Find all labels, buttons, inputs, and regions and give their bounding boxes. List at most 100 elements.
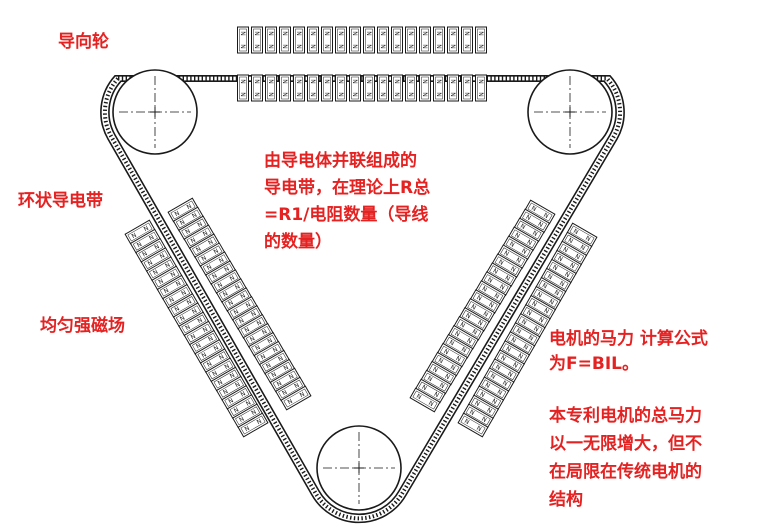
svg-text:N: N xyxy=(249,335,256,343)
svg-text:N: N xyxy=(256,319,263,327)
svg-text:N: N xyxy=(186,203,193,211)
magnet-block: NN xyxy=(363,74,375,102)
svg-text:N: N xyxy=(579,244,586,252)
magnet-block: NN xyxy=(391,26,403,54)
svg-text:N: N xyxy=(365,44,372,49)
svg-text:N: N xyxy=(421,79,428,84)
svg-text:N: N xyxy=(449,44,456,49)
svg-text:N: N xyxy=(207,335,214,343)
svg-text:N: N xyxy=(514,232,521,240)
svg-text:N: N xyxy=(202,230,209,238)
svg-text:N: N xyxy=(551,264,558,272)
svg-text:N: N xyxy=(553,289,560,297)
svg-text:N: N xyxy=(217,281,224,289)
svg-text:N: N xyxy=(281,44,288,49)
svg-text:N: N xyxy=(222,388,229,396)
svg-text:N: N xyxy=(463,79,470,84)
svg-text:N: N xyxy=(179,314,186,322)
magnet-row-right-outer: NNNNNNNNNNNNNNNNNNNNNNNNNNNNNNNNNNNNNNNN… xyxy=(457,222,598,438)
svg-text:N: N xyxy=(337,31,344,36)
svg-text:N: N xyxy=(427,400,434,408)
svg-text:N: N xyxy=(173,210,180,218)
svg-text:N: N xyxy=(309,92,316,97)
guide-wheel xyxy=(316,425,402,511)
svg-text:N: N xyxy=(365,31,372,36)
svg-text:N: N xyxy=(195,246,202,254)
svg-text:N: N xyxy=(245,301,252,309)
svg-text:N: N xyxy=(152,269,159,277)
force-line: 电机的马力 计算公式 xyxy=(549,329,708,349)
svg-text:N: N xyxy=(270,371,277,379)
magnet-block: NN xyxy=(391,74,403,102)
svg-text:N: N xyxy=(200,351,207,359)
magnet-block: NN xyxy=(377,74,389,102)
svg-text:N: N xyxy=(206,263,213,271)
magnet-block: NN xyxy=(237,26,249,54)
svg-text:N: N xyxy=(276,380,283,388)
svg-text:N: N xyxy=(282,364,289,372)
power-line: 本专利电机的总马力 xyxy=(549,406,702,426)
svg-text:N: N xyxy=(435,44,442,49)
magnet-block: NN xyxy=(405,74,417,102)
svg-text:N: N xyxy=(245,399,252,407)
svg-text:N: N xyxy=(238,317,245,325)
magnet-block: NN xyxy=(205,357,237,383)
svg-text:N: N xyxy=(379,44,386,49)
svg-text:N: N xyxy=(536,291,543,299)
svg-text:N: N xyxy=(218,256,225,264)
svg-text:N: N xyxy=(233,406,240,414)
magnet-block: NN xyxy=(419,26,431,54)
svg-text:N: N xyxy=(537,221,544,229)
svg-text:N: N xyxy=(267,79,274,84)
svg-text:N: N xyxy=(407,44,414,49)
magnet-row-left-inner: NNNNNNNNNNNNNNNNNNNNNNNNNNNNNNNNNNNNNNNN… xyxy=(167,197,312,411)
svg-text:N: N xyxy=(286,398,293,406)
svg-text:N: N xyxy=(531,230,538,238)
svg-text:N: N xyxy=(481,285,488,293)
magnet-block: NN xyxy=(251,74,263,102)
svg-text:N: N xyxy=(471,328,478,336)
svg-text:N: N xyxy=(159,252,166,260)
svg-text:N: N xyxy=(295,44,302,49)
svg-text:N: N xyxy=(141,250,148,258)
svg-text:N: N xyxy=(191,212,198,220)
magnet-block: NN xyxy=(335,74,347,102)
svg-text:N: N xyxy=(517,352,524,360)
svg-text:N: N xyxy=(470,303,477,311)
svg-text:N: N xyxy=(267,92,274,97)
svg-text:N: N xyxy=(365,79,372,84)
svg-text:N: N xyxy=(567,237,574,245)
svg-text:N: N xyxy=(407,31,414,36)
svg-text:N: N xyxy=(438,382,445,390)
svg-text:N: N xyxy=(254,344,261,352)
magnet-block: NN xyxy=(307,74,319,102)
svg-text:N: N xyxy=(190,333,197,341)
svg-text:N: N xyxy=(393,31,400,36)
belt-inner-edge xyxy=(108,80,617,516)
note-line: 由导电体并联组成的 xyxy=(264,151,417,171)
svg-text:N: N xyxy=(337,79,344,84)
svg-text:N: N xyxy=(164,262,171,270)
svg-text:N: N xyxy=(421,92,428,97)
svg-text:N: N xyxy=(463,92,470,97)
svg-text:N: N xyxy=(537,316,544,324)
svg-text:N: N xyxy=(250,310,257,318)
svg-text:N: N xyxy=(476,319,483,327)
svg-text:N: N xyxy=(477,31,484,36)
magnet-block: NN xyxy=(265,26,277,54)
svg-text:N: N xyxy=(243,326,250,334)
svg-text:N: N xyxy=(558,280,565,288)
svg-text:N: N xyxy=(479,391,486,399)
magnet-block: NN xyxy=(293,74,305,102)
svg-text:N: N xyxy=(234,283,241,291)
svg-text:N: N xyxy=(175,280,182,288)
svg-text:N: N xyxy=(206,360,213,368)
magnet-block: NN xyxy=(478,376,510,402)
force-line: 为F=BIL。 xyxy=(549,354,639,374)
svg-text:N: N xyxy=(508,241,515,249)
magnet-block: NN xyxy=(321,74,333,102)
svg-text:N: N xyxy=(239,31,246,36)
svg-text:N: N xyxy=(148,234,155,242)
svg-text:N: N xyxy=(136,241,143,249)
